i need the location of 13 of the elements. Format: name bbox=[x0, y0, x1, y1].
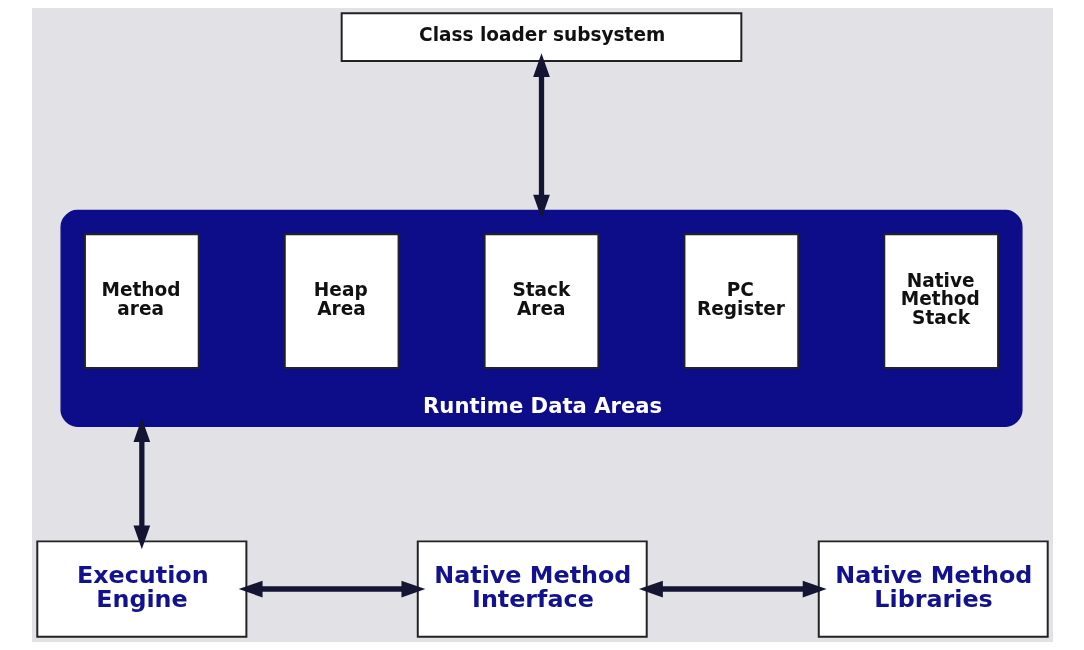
node-box: Native Method Interface bbox=[416, 540, 648, 638]
node-box: Method area bbox=[83, 233, 200, 369]
node-box: Execution Engine bbox=[35, 540, 247, 638]
node-box: Native Method Stack bbox=[882, 233, 999, 369]
arrow bbox=[238, 580, 425, 598]
arrow bbox=[638, 580, 827, 598]
node-box: Heap Area bbox=[283, 233, 400, 369]
node-box: PC Register bbox=[682, 233, 799, 369]
arrow bbox=[532, 53, 550, 219]
node-box: Native Method Libraries bbox=[817, 540, 1049, 638]
node-box: Class loader subsystem bbox=[340, 12, 742, 62]
arrow bbox=[133, 418, 150, 550]
node-box: Stack Area bbox=[483, 233, 599, 369]
